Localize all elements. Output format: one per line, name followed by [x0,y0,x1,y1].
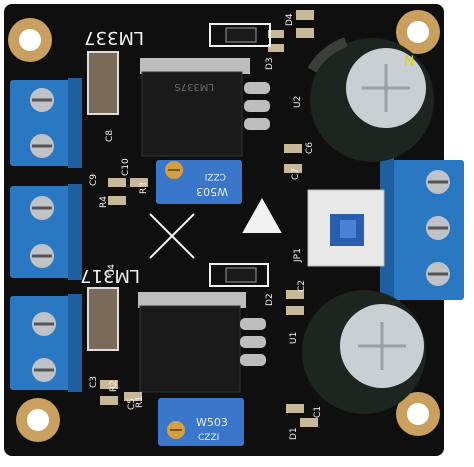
label-r2: R2 [109,380,119,392]
jumper-switch [307,189,385,267]
label-r1: R1 [135,396,145,408]
smd-components [100,10,318,427]
label-u1: U1 [289,332,299,344]
pot-code-bottom: CZZI [198,433,219,443]
smd-capacitor-c4 [87,287,119,351]
label-c8: C8 [105,130,115,142]
electrolytic-capacitor-top [307,37,434,162]
label-d4: D4 [285,13,295,26]
regulator-ic-bottom [138,292,266,393]
label-u2: U2 [293,96,303,108]
label-c10: C10 [121,158,131,176]
ic-marking-top: LM337S [174,81,214,92]
electrolytic-capacitor-bottom [302,290,426,414]
diode-d3-top [225,27,257,43]
label-lm317: LM317 [80,265,140,286]
silkscreen-outlines [149,23,282,287]
label-c3: C3 [89,376,99,388]
pot-marking-top: W503 [196,185,228,198]
smd-capacitor-c8 [87,51,119,115]
capacitor-polarity-mark: N [404,54,414,70]
label-r3: R3 [139,182,149,194]
label-c5: C5 [127,398,137,410]
terminal-block-left-top [10,78,82,168]
label-c4: C4 [107,264,117,276]
mounting-hole-top-right [396,10,440,54]
pot-code-top: CZZI [205,171,226,181]
label-d3: D3 [265,57,275,70]
terminal-block-left-middle [10,184,82,280]
label-d2: D2 [265,293,275,306]
label-c2: C2 [297,280,307,292]
mounting-hole-bottom-left [16,398,60,442]
label-lm337: LM337 [84,27,144,48]
mounting-hole-bottom-right [396,392,440,436]
label-c6: C6 [305,142,315,154]
terminal-block-left-bottom [10,294,82,392]
mounting-hole-top-left [8,18,52,62]
terminal-block-right [380,158,464,302]
label-jp1: JP1 [293,248,303,263]
label-c1: C1 [313,406,323,418]
label-d1: D1 [289,427,299,440]
regulator-ic-top [140,58,270,157]
pot-marking-bottom: W503 [196,416,228,429]
trimmer-pot-top [156,160,242,204]
label-r4: R4 [99,196,109,208]
trimmer-pot-bottom [158,398,244,446]
diode-d3-bottom [225,267,257,283]
label-c9: C9 [89,174,99,186]
label-c7: C7 [291,168,301,180]
